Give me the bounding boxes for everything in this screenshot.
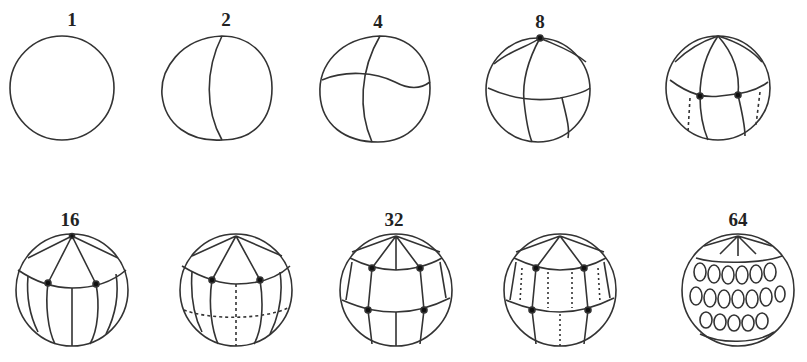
stage-number: 64 (729, 210, 748, 229)
dividing-sphere (666, 36, 770, 140)
stage-number: 16 (61, 210, 80, 229)
stage-number: 8 (535, 12, 545, 31)
egg-sphere (10, 36, 114, 140)
stage-number: 32 (385, 210, 404, 229)
stage-number: 4 (373, 12, 383, 31)
two-cell-sphere (162, 36, 272, 140)
dividing-sphere (504, 234, 616, 346)
eight-cell-sphere (486, 35, 590, 142)
thirtytwo-cell-sphere (340, 234, 452, 346)
stage-number: 1 (67, 10, 77, 29)
dividing-sphere (180, 234, 292, 346)
stage-number: 2 (221, 10, 231, 29)
sixtyfour-cell-sphere (682, 234, 794, 346)
four-cell-sphere (320, 36, 430, 142)
sixteen-cell-sphere (16, 234, 128, 347)
